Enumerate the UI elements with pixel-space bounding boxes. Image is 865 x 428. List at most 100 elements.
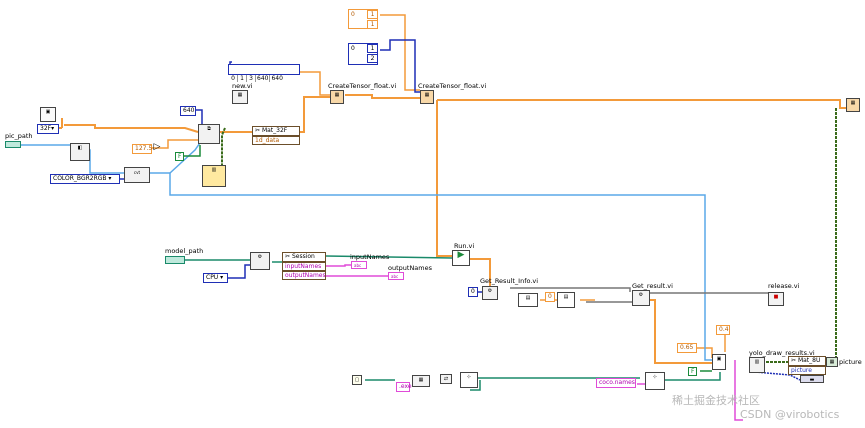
create-tensor-1-icon[interactable]: ▦ bbox=[330, 90, 344, 104]
bool-false-constant[interactable]: F bbox=[175, 152, 184, 161]
session-inputnames-field: inputNames bbox=[282, 262, 326, 271]
create-tensor-2-label: CreateTensor_float.vi bbox=[418, 82, 487, 90]
get-result-icon[interactable]: ⚙ bbox=[632, 290, 650, 306]
path-join-icon[interactable]: ⊹ bbox=[460, 372, 478, 388]
create-session-icon[interactable]: ⚙ bbox=[250, 252, 270, 270]
outputnames-indicator: abc bbox=[388, 272, 404, 280]
wire-blue-const bbox=[380, 39, 420, 93]
wire-teal-lower3 bbox=[665, 372, 721, 381]
read-names-icon[interactable]: ⊹ bbox=[645, 372, 665, 390]
get-result-info-label: Get_Result_Info.vi bbox=[480, 277, 539, 285]
wire-pink-down bbox=[734, 360, 743, 421]
session-label: Session bbox=[291, 253, 315, 260]
blue-array-constant[interactable]: 0 1 2 bbox=[348, 43, 378, 65]
orange-array-constant[interactable]: 0 1 1 bbox=[348, 9, 378, 29]
wire-green-bool bbox=[184, 145, 201, 157]
blue-array-val-1[interactable]: 2 bbox=[367, 54, 378, 63]
model-path-control[interactable] bbox=[165, 256, 185, 264]
run-vi-icon[interactable]: ▶ bbox=[452, 250, 470, 266]
blue-array-index[interactable]: 0 bbox=[351, 45, 355, 52]
wire-gray-result bbox=[510, 287, 631, 292]
cvtcolor-function-icon[interactable]: cvt bbox=[124, 167, 150, 183]
wire-orange-tensor1-out bbox=[345, 94, 420, 99]
new-vi-label: new.vi bbox=[232, 82, 253, 90]
wire-orange-down bbox=[436, 100, 452, 257]
yolo-draw-icon[interactable]: ▥ bbox=[749, 357, 765, 373]
mat32f-cluster[interactable]: ✂ Mat_32F bbox=[252, 126, 300, 136]
blob-from-image-icon[interactable]: ⧉ bbox=[198, 124, 220, 144]
shape-cell-3[interactable]: 640 bbox=[255, 75, 269, 82]
yolo-draw-label: yolo_draw_results.vi bbox=[749, 349, 815, 357]
get-result-info-icon[interactable]: ⚙ bbox=[482, 286, 498, 300]
exe-string-constant[interactable]: .exe bbox=[396, 382, 412, 392]
model-path-label: model_path bbox=[165, 247, 204, 255]
shape-cell-0[interactable]: 0 bbox=[231, 75, 235, 82]
shape-cell-2[interactable]: 3 bbox=[246, 75, 255, 82]
cpu-constant[interactable]: CPU ▾ bbox=[203, 273, 228, 283]
wire-orange-to-tensor bbox=[300, 96, 330, 133]
unbundle-icon: ✂ bbox=[791, 357, 797, 364]
get-result-label: Get_result.vi bbox=[632, 282, 673, 290]
cpu-value: CPU bbox=[206, 274, 219, 281]
array-subset-icon[interactable]: ▤ bbox=[557, 292, 575, 308]
draw-function-icon[interactable]: ▣ bbox=[712, 354, 726, 370]
session-cluster[interactable]: ✂ Session bbox=[282, 252, 326, 262]
info-index-constant[interactable]: 0 bbox=[468, 287, 478, 297]
unbundle-icon: ✂ bbox=[285, 253, 291, 260]
pic-path-label: pic_path bbox=[5, 132, 33, 140]
wire-teal-run bbox=[325, 255, 453, 259]
build-path-icon[interactable]: ⇄ bbox=[440, 374, 452, 384]
output-names-label: outputNames bbox=[388, 264, 433, 272]
imread-icon[interactable]: ▣ bbox=[40, 107, 56, 122]
wire-teal-final bbox=[470, 380, 481, 391]
release-vi-label: release.vi bbox=[768, 282, 800, 290]
session-outputnames-field: outputNames bbox=[282, 271, 326, 280]
color-mode-constant[interactable]: COLOR_BGR2RGB ▾ bbox=[50, 174, 120, 184]
new-vi-icon[interactable]: ▦ bbox=[232, 90, 248, 104]
current-path-icon[interactable]: ▢ bbox=[352, 375, 362, 385]
imread-function-icon[interactable]: ◧ bbox=[70, 143, 90, 161]
multiply-icon: ▷ bbox=[153, 142, 161, 152]
index-array-icon[interactable]: ▤ bbox=[518, 293, 538, 307]
pic-path-control[interactable] bbox=[5, 141, 21, 148]
nms-thresh-constant[interactable]: 0.4 bbox=[716, 325, 730, 335]
bool-false-2-constant[interactable]: F bbox=[688, 367, 697, 376]
create-tensor-2-icon[interactable]: ▦ bbox=[420, 90, 434, 104]
watermark-line1: 稀土掘金技术社区 bbox=[672, 394, 760, 407]
wire-blue-dashed bbox=[754, 371, 801, 381]
width-640-constant[interactable]: 640 bbox=[180, 106, 196, 116]
type-32f-value: 32F bbox=[40, 125, 52, 132]
scale-constant[interactable]: 127.5 bbox=[132, 144, 152, 154]
strip-path-icon[interactable]: ▦ bbox=[412, 375, 430, 387]
wire-gray-release bbox=[650, 292, 781, 298]
shape-cell-1[interactable]: 1 bbox=[237, 75, 246, 82]
release-vi-icon[interactable]: ■ bbox=[768, 292, 784, 306]
wire-orange-scale bbox=[150, 139, 198, 149]
preview-image-icon[interactable]: ▥ bbox=[202, 165, 226, 187]
color-mode-value: COLOR_BGR2RGB bbox=[53, 175, 107, 182]
mat8u-label: Mat_8U bbox=[797, 357, 821, 364]
watermark-line2: CSDN @virobotics bbox=[740, 408, 840, 421]
mat32f-field: 1d_data bbox=[252, 136, 300, 145]
coco-names-constant[interactable]: coco.names bbox=[596, 378, 636, 388]
conf-thresh-constant[interactable]: 0.65 bbox=[677, 343, 697, 353]
picture-indicator: ▦ bbox=[826, 357, 838, 367]
shape-cell-4[interactable]: 640 bbox=[269, 75, 283, 82]
wire-orange-tensor2-out bbox=[437, 99, 850, 109]
wire-orange-const bbox=[380, 14, 420, 91]
wire-lightblue-long bbox=[150, 172, 712, 361]
create-tensor-1-label: CreateTensor_float.vi bbox=[328, 82, 397, 90]
wire-blue-640 bbox=[195, 109, 203, 128]
orange-array-val-1[interactable]: 1 bbox=[367, 20, 378, 29]
picture-indicator-label: picture bbox=[839, 358, 862, 366]
blue-array-val-0[interactable]: 1 bbox=[367, 44, 378, 53]
orange-array-val-0[interactable]: 1 bbox=[367, 10, 378, 19]
result-index-constant[interactable]: 0 bbox=[545, 292, 555, 302]
tensor-output-icon[interactable]: ▦ bbox=[846, 98, 860, 112]
mat8u-field: picture bbox=[788, 366, 826, 375]
wire-blue-cpu bbox=[228, 264, 250, 279]
type-32f-constant[interactable]: 32F▾ bbox=[37, 124, 59, 134]
mat8u-cluster[interactable]: ✂ Mat_8U bbox=[788, 356, 826, 366]
orange-array-index[interactable]: 0 bbox=[351, 11, 355, 18]
